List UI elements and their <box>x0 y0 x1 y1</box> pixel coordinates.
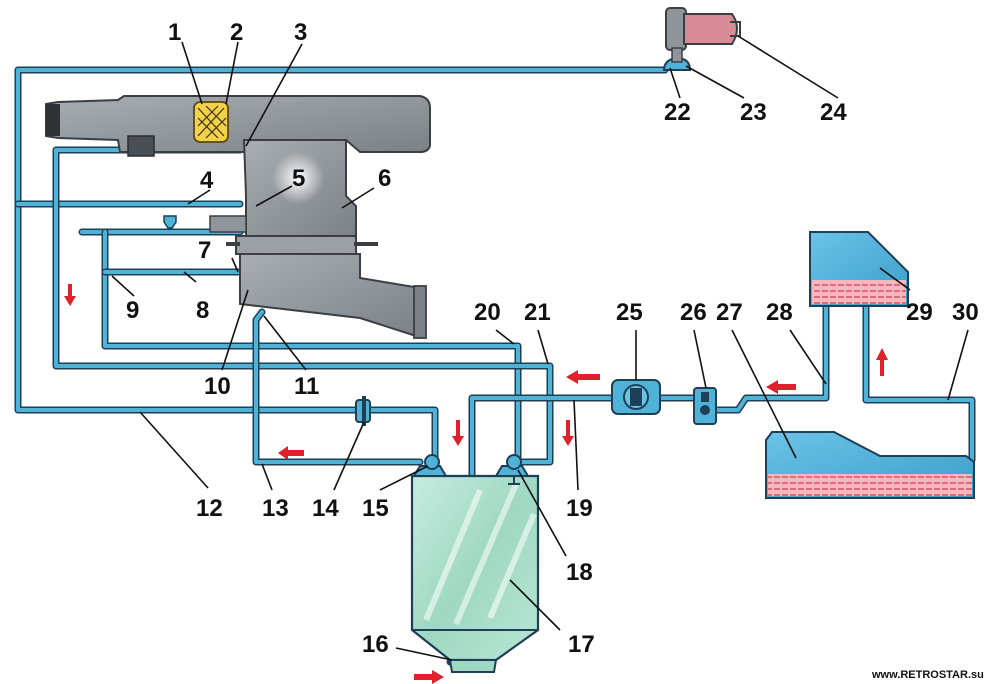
watermark: www.RETROSTAR.su <box>871 669 984 681</box>
callout-7: 7 <box>198 237 211 264</box>
throttle-plate <box>235 235 357 255</box>
lower-body <box>239 253 421 337</box>
callout-1: 1 <box>168 19 181 46</box>
callout-15: 15 <box>362 495 389 522</box>
callout-28: 28 <box>766 299 793 326</box>
callout-13: 13 <box>262 495 289 522</box>
callout-16: 16 <box>362 631 389 658</box>
filter-tank <box>410 454 540 673</box>
callout-24: 24 <box>820 99 847 126</box>
tank-27 <box>765 431 975 499</box>
callout-4: 4 <box>200 167 214 194</box>
callout-30: 30 <box>952 299 979 326</box>
callout-29: 29 <box>906 299 933 326</box>
callout-8: 8 <box>196 297 209 324</box>
sensor-plug <box>127 135 155 157</box>
callout-12: 12 <box>196 495 223 522</box>
callout-23: 23 <box>740 99 767 126</box>
canister-24 <box>662 7 741 71</box>
tank-29 <box>809 231 909 307</box>
callout-10: 10 <box>204 373 231 400</box>
callout-11: 11 <box>294 373 319 400</box>
fuel-rail <box>209 215 247 233</box>
leader-lines <box>111 35 969 661</box>
callout-3: 3 <box>294 19 307 46</box>
valve-14 <box>355 396 371 426</box>
callout-19: 19 <box>566 495 593 522</box>
callout-labels: 1 2 3 4 5 6 7 8 9 10 11 12 13 14 15 16 1… <box>126 19 979 658</box>
valve-25 <box>611 379 661 415</box>
callout-22: 22 <box>664 99 691 126</box>
valve-26 <box>693 387 717 425</box>
air-intake-pipe <box>45 95 431 153</box>
callout-9: 9 <box>126 297 139 324</box>
callout-2: 2 <box>230 19 243 46</box>
callout-5: 5 <box>292 165 305 192</box>
intake-assembly <box>45 95 431 339</box>
callout-14: 14 <box>312 495 339 522</box>
callout-6: 6 <box>378 165 391 192</box>
callout-20: 20 <box>474 299 501 326</box>
callout-26: 26 <box>680 299 707 326</box>
callout-27: 27 <box>716 299 743 326</box>
callout-25: 25 <box>616 299 643 326</box>
highlight-spot <box>272 152 324 204</box>
flow-arrows <box>64 284 888 684</box>
callout-21: 21 <box>524 299 551 326</box>
callout-18: 18 <box>566 559 593 586</box>
callout-17: 17 <box>568 631 595 658</box>
air-nozzle <box>46 104 60 136</box>
